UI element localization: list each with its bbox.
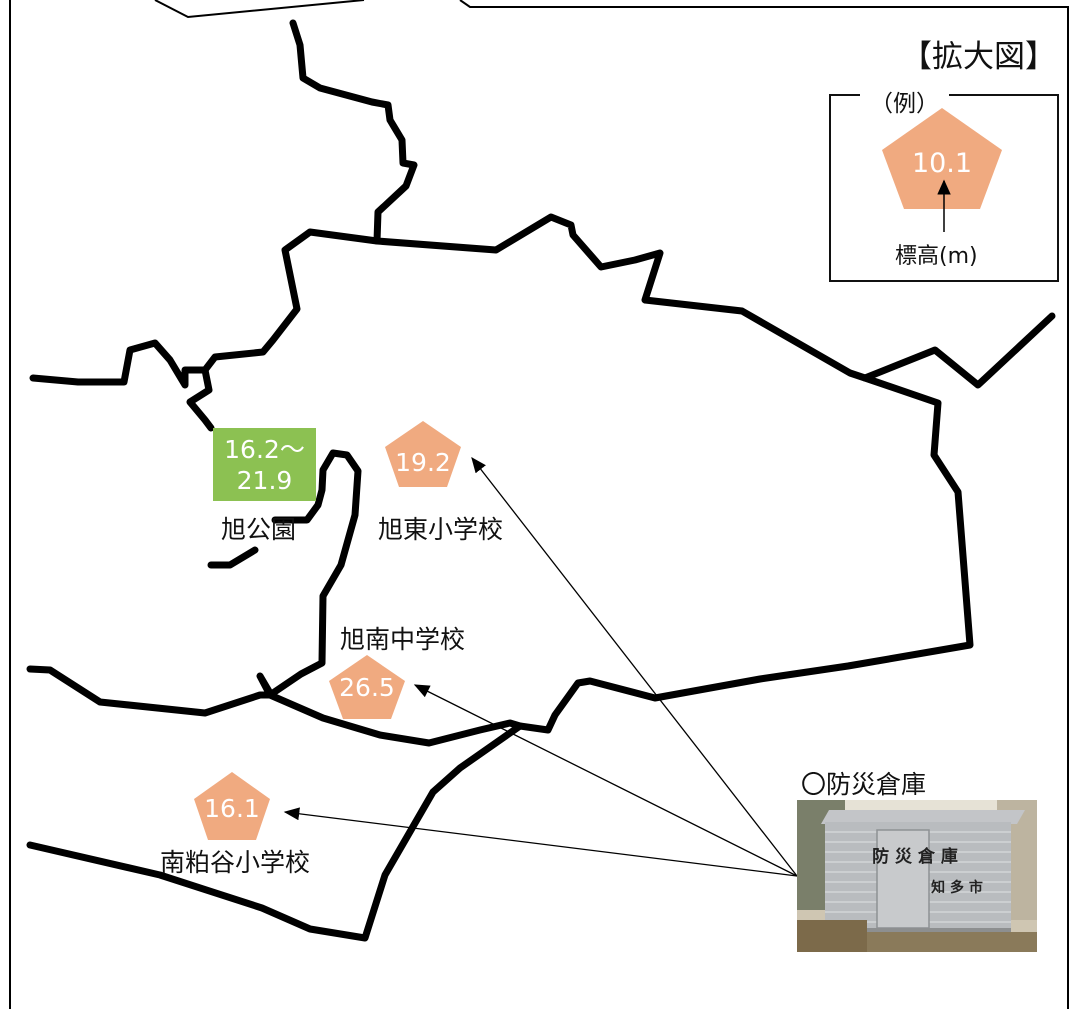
boundary-north-b <box>29 228 381 389</box>
boundary-north-a <box>289 19 418 245</box>
boundary-mid-west <box>26 665 274 717</box>
boundary-south <box>26 722 524 942</box>
warehouse-photo: 防 災 倉 庫 知 多 市 <box>797 800 1037 952</box>
park-name: 旭公園 <box>221 515 297 544</box>
map-title: 【拡大図】 <box>901 39 1056 75</box>
legend-heading: （例） <box>860 84 949 118</box>
park-elevation-badge: 16.2～ 21.9 <box>213 428 316 501</box>
legend-sample-value: 10.1 <box>912 148 972 179</box>
warehouse-title: 〇防災倉庫 <box>801 770 927 799</box>
arrow-to-asahi-east <box>471 456 798 877</box>
school-label: 旭南中学校 <box>340 625 466 654</box>
park-range-top: 16.2～ <box>224 434 305 464</box>
arrow-to-minami-kasuya <box>283 807 798 877</box>
boundary-park-south <box>207 546 259 569</box>
boundary-east-branch <box>861 312 1056 389</box>
warehouse-city-sign: 知 多 市 <box>931 879 983 896</box>
boundary-east-main <box>266 213 974 747</box>
school-elevation-pentagon <box>194 772 270 840</box>
school-label: 旭東小学校 <box>378 515 504 544</box>
arrow-to-asahi-south <box>413 684 798 877</box>
school-elevation-value: 26.5 <box>339 673 395 702</box>
frame-top-callout <box>154 0 1069 1009</box>
school-elevation-value: 19.2 <box>395 448 451 477</box>
boundary-park-west <box>186 366 215 432</box>
legend-unit-label: 標高(m) <box>895 244 978 269</box>
park-range-bottom: 21.9 <box>236 465 293 495</box>
school-elevation-pentagon <box>329 655 405 719</box>
school-label: 南粕谷小学校 <box>160 848 311 877</box>
school-elevation-pentagon <box>385 421 461 487</box>
warehouse-sign: 防 災 倉 庫 <box>872 846 958 867</box>
school-elevation-value: 16.1 <box>204 794 260 823</box>
legend-example-pentagon: 10.1 <box>882 108 1002 232</box>
